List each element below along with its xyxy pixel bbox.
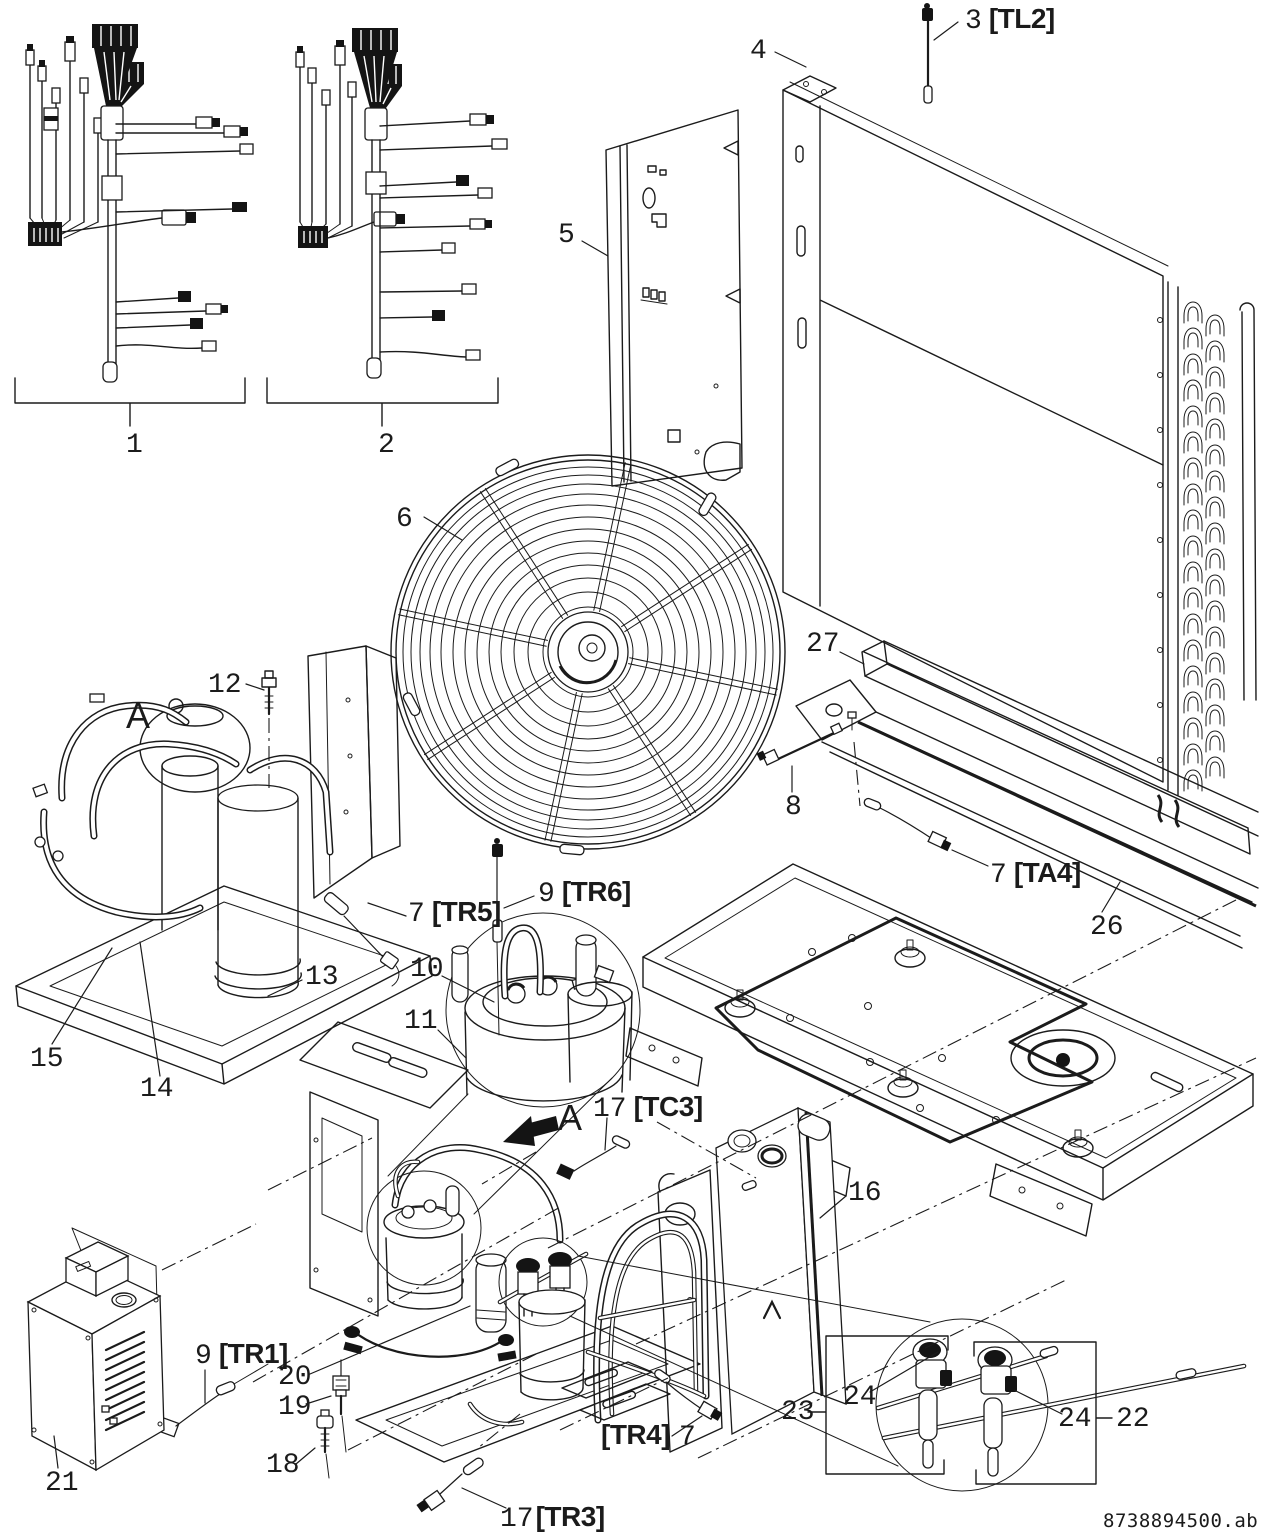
callout-17-tr3: 17[TR3] [500,1501,605,1535]
dashdot-lines [161,718,1257,1459]
callout-3-tl2: 3[TL2] [965,3,1055,37]
detail-circle-22-24 [875,1318,1247,1492]
callout-13: 13 [305,962,339,993]
callout-9-tr1: 9[TR1] [195,1338,288,1372]
sensor-tr4-drawing [654,1369,723,1421]
sensor-8-drawing [756,722,844,766]
callout-22: 22 [1116,1404,1150,1435]
rear-panel-4-drawing [782,75,1257,828]
callout-19: 19 [278,1392,312,1423]
callout-7-tr4: [TR4]7 [601,1419,696,1453]
callout-9-tr6: 9[TR6] [538,876,631,910]
sensor-tr1-drawing [152,1363,269,1438]
sensor-tr6-drawing [492,838,503,1036]
view-a-label: A [558,1097,583,1138]
base-pan-drawing [625,863,1254,1237]
callout-21: 21 [45,1468,79,1499]
view-a-arrow-icon [503,1116,559,1146]
callout-4: 4 [750,36,767,67]
callout-16: 16 [848,1178,882,1209]
compressor-assembly-bottom-drawing [309,1091,710,1463]
wiring-harness-2-drawing [295,28,508,379]
detail-a-label: A [126,695,151,736]
callout-17-tc3: 17[TC3] [593,1091,703,1125]
sensor-tc3-drawing [556,1135,631,1180]
sensor-18-drawing [316,1409,334,1479]
angle-rail-26-drawing [795,679,1259,949]
callout-24-left: 24 [843,1382,877,1413]
sensor-19-drawing [332,1359,350,1453]
sensor-ta4-drawing [863,797,952,852]
bracket-1 [14,377,246,427]
callout-24-right: 24 [1058,1404,1092,1435]
bracket-22 [973,1341,1113,1485]
document-code: 8738894500.ab [1103,1510,1259,1532]
bracket-2 [266,377,499,427]
callout-7-tr5: 7[TR5] [408,896,501,930]
screw-12-drawing [261,670,277,716]
callout-7-ta4: 7[TA4] [990,857,1081,891]
callout-8: 8 [785,792,802,823]
callout-15: 15 [30,1044,64,1075]
callout-12: 12 [208,670,242,701]
detail-circle-10-11 [445,912,641,1108]
fan-guard-6-drawing [390,454,786,856]
callout-11: 11 [404,1006,438,1037]
sensor-tl2-drawing [922,3,933,104]
top-rail-27-drawing [861,640,1259,855]
leader-lines [51,21,1121,1509]
heat-exchanger-16-drawing [715,1106,847,1436]
compressor-assembly-13-drawing [15,645,469,1109]
callout-6: 6 [396,504,413,535]
callout-14: 14 [140,1074,174,1105]
callout-23: 23 [781,1397,815,1428]
wiring-harness-1-drawing [25,24,254,383]
callout-27: 27 [806,629,840,660]
callout-5: 5 [558,220,575,251]
sensor-tr5-drawing [323,892,400,987]
bracket-23 [807,1335,949,1475]
callout-1: 1 [126,430,143,461]
callout-10: 10 [410,954,444,985]
callout-2: 2 [378,430,395,461]
electrical-box-21-drawing [26,1227,165,1472]
mounting-plate-5-drawing [605,109,743,487]
callout-18: 18 [266,1450,300,1481]
callout-20: 20 [278,1362,312,1393]
callout-26: 26 [1090,912,1124,943]
sensor-tr3-drawing [416,1457,484,1513]
